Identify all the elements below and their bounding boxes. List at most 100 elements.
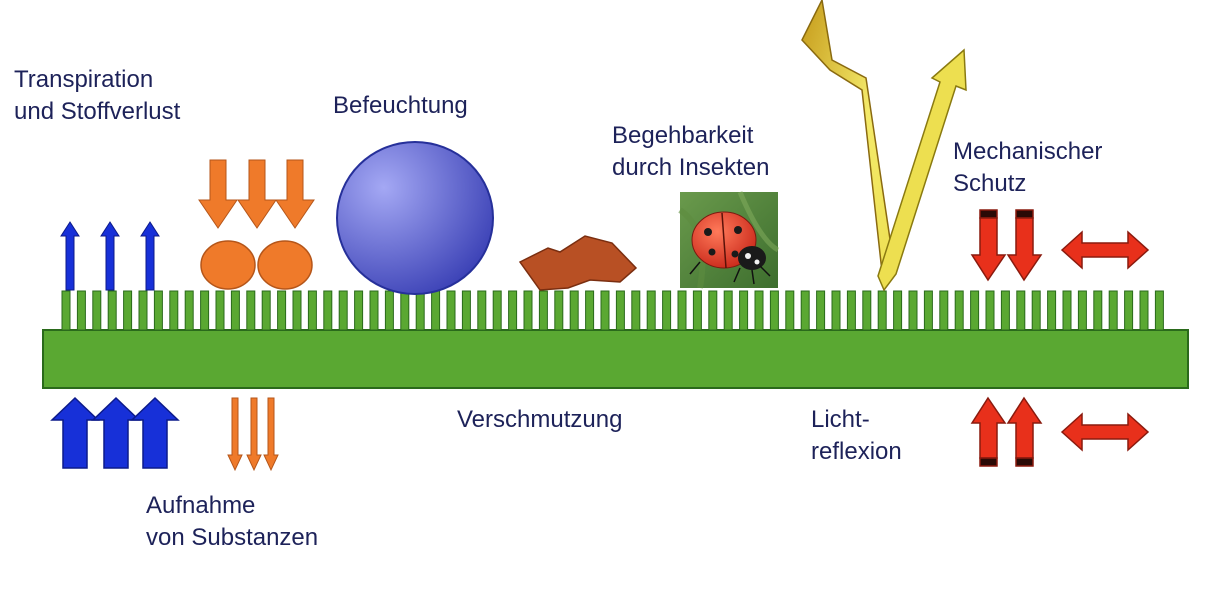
water-droplet (336, 141, 494, 295)
down-arrow-icon (275, 159, 315, 229)
wax-bristle (908, 290, 918, 331)
wax-bristle (184, 290, 194, 331)
label-mechanischer-schutz: Mechanischer Schutz (953, 136, 1102, 200)
wax-bristle (1108, 290, 1118, 331)
wax-bristle (846, 290, 856, 331)
wax-bristle (138, 290, 148, 331)
wax-bristle (1124, 290, 1134, 331)
label-line: Begehbarkeit (612, 122, 754, 149)
down-arrow-icon (198, 159, 238, 229)
label-verschmutzung: Verschmutzung (457, 404, 622, 436)
uptake-arrows-down (227, 397, 279, 472)
cuticle-layer (42, 329, 1189, 389)
wax-bristle (1062, 290, 1072, 331)
wax-bristle (554, 290, 564, 331)
label-line: durch Insekten (612, 154, 770, 181)
wax-bristle (200, 290, 210, 331)
wax-bristle (862, 290, 872, 331)
wax-bristle (415, 290, 425, 331)
up-arrow-icon (140, 221, 160, 291)
wax-bristle (893, 290, 903, 331)
label-line: Aufnahme (146, 492, 256, 519)
wax-bristle (431, 290, 441, 331)
label-line: Mechanischer (953, 138, 1103, 165)
wax-bristle (785, 290, 795, 331)
label-begehbarkeit: Begehbarkeit durch Insekten (612, 120, 769, 184)
wax-bristle (662, 290, 672, 331)
wax-bristle (261, 290, 271, 331)
thin-down-arrow-icon (227, 397, 243, 472)
wax-bristle (153, 290, 163, 331)
wax-bristle (708, 290, 718, 331)
wax-bristle (569, 290, 579, 331)
wax-bristle (769, 290, 779, 331)
label-line: und Stoffverlust (14, 98, 181, 125)
uptake-arrows-up (50, 396, 180, 469)
mechanical-arrows (970, 209, 1150, 467)
big-up-arrow-icon (91, 396, 141, 469)
label-line: Befeuchtung (333, 92, 468, 119)
label-line: Licht- (811, 406, 870, 433)
wax-bristle (338, 290, 348, 331)
wax-bristle (492, 290, 502, 331)
wax-bristle (384, 290, 394, 331)
label-line: von Substanzen (146, 524, 319, 551)
label-line: Transpiration (14, 66, 154, 93)
wax-bristle (323, 290, 333, 331)
wax-bristle (692, 290, 702, 331)
wax-bristle (739, 290, 749, 331)
wax-bristle (523, 290, 533, 331)
wax-bristle (277, 290, 287, 331)
wax-bristle (246, 290, 256, 331)
wax-bristle (754, 290, 764, 331)
label-aufnahme: Aufnahme von Substanzen (146, 490, 318, 554)
thin-down-arrow-icon (263, 397, 279, 472)
wax-bristle (970, 290, 980, 331)
wax-bristle (307, 290, 317, 331)
wax-bristle (477, 290, 487, 331)
light-ray-incoming (801, 0, 895, 291)
down-arrow-icon (237, 159, 277, 229)
wax-bristle (585, 290, 595, 331)
red-double-arrow-icon (1060, 230, 1150, 270)
wax-bristle (1093, 290, 1103, 331)
wax-bristle (400, 290, 410, 331)
thin-down-arrow-icon (246, 397, 262, 472)
wax-bristle (615, 290, 625, 331)
red-up-arrow-icon (970, 396, 1007, 459)
wax-bristle (1139, 290, 1149, 331)
wax-bristle (1154, 290, 1164, 331)
wax-bristle (292, 290, 302, 331)
transpiration-arrows (60, 221, 160, 291)
label-transpiration: Transpiration und Stoffverlust (14, 64, 180, 128)
wax-bristle (939, 290, 949, 331)
label-line: Schutz (953, 170, 1027, 197)
wax-bristle (92, 290, 102, 331)
wax-bristle (646, 290, 656, 331)
wax-bristle (831, 290, 841, 331)
wax-bristle (169, 290, 179, 331)
dirt-particle (518, 235, 638, 291)
wax-bristle (230, 290, 240, 331)
wax-bristle (1016, 290, 1026, 331)
wax-bristle (1000, 290, 1010, 331)
wax-bristle (508, 290, 518, 331)
wax-bristle (800, 290, 810, 331)
wax-crystals (61, 290, 1164, 331)
wax-bristle (1031, 290, 1041, 331)
wax-bristle (123, 290, 133, 331)
wax-bristle (215, 290, 225, 331)
big-up-arrow-icon (130, 396, 180, 469)
red-down-arrow-icon (1006, 217, 1043, 282)
wax-bristle (369, 290, 379, 331)
wax-bristle (723, 290, 733, 331)
light-ray-reflected-arrow-icon (877, 48, 967, 292)
wax-bristle (61, 290, 71, 331)
up-arrow-icon (60, 221, 80, 291)
wax-bristle (107, 290, 117, 331)
wax-bristle (877, 290, 887, 331)
wax-bristle (600, 290, 610, 331)
label-befeuchtung: Befeuchtung (333, 90, 468, 122)
